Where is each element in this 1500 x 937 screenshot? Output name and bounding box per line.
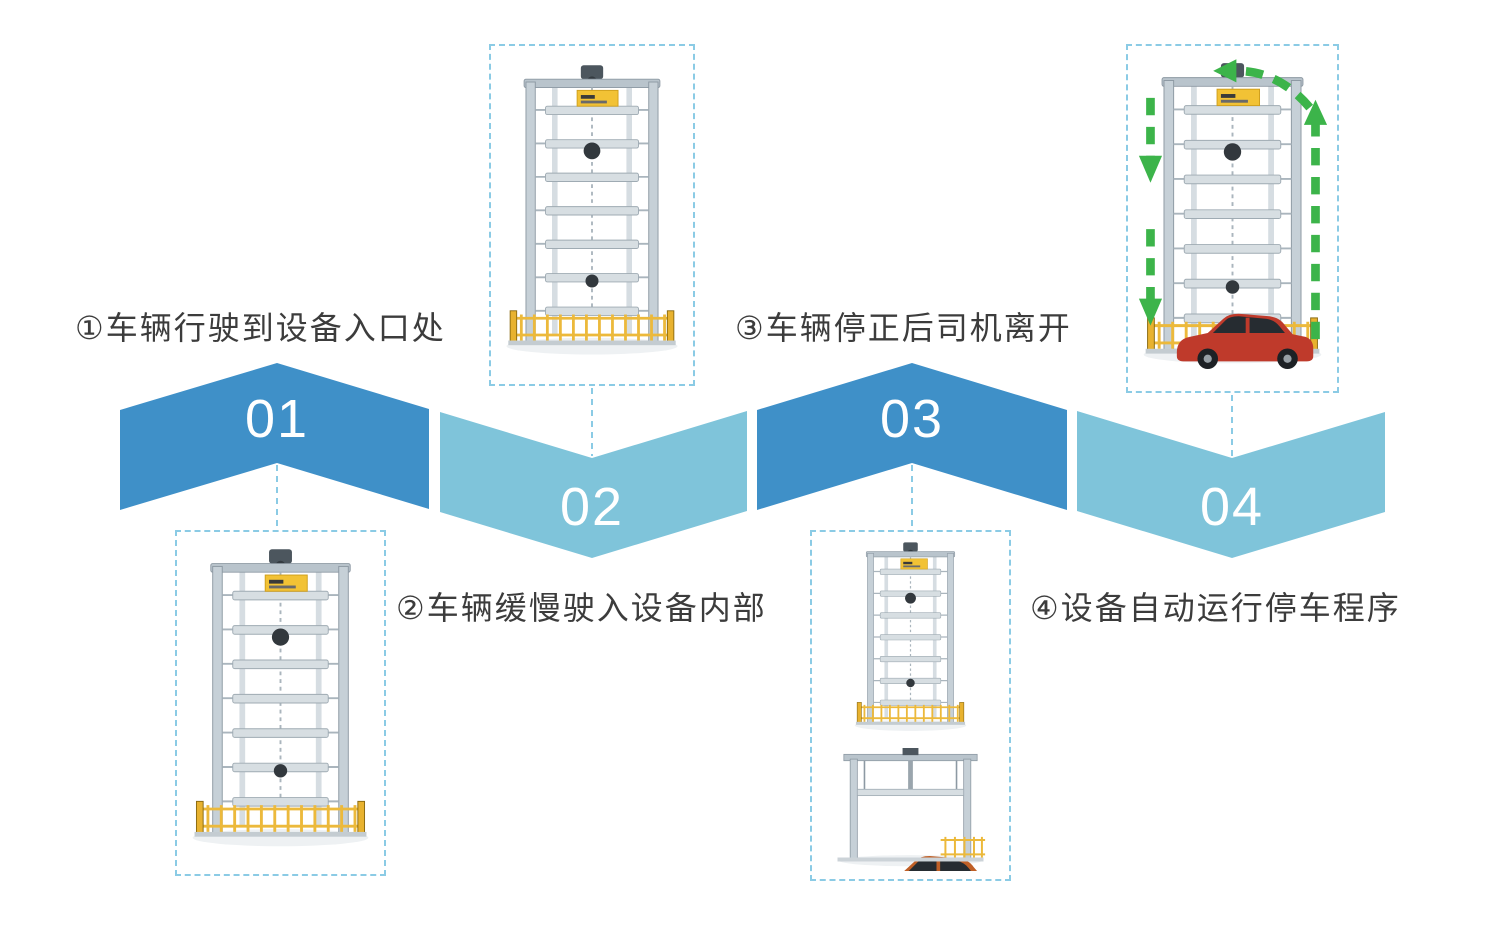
arrow-up-icon [1303, 99, 1328, 125]
step-number-02: 02 [559, 477, 625, 537]
parking-tower-illustration-step2 [499, 54, 685, 376]
illustration-box-step4 [1126, 44, 1339, 393]
step-number-01: 01 [244, 389, 310, 449]
rotation-arrows [1138, 59, 1328, 340]
parking-tower-illustration-step3 [820, 540, 1001, 740]
parking-tower-illustration-step1 [185, 540, 376, 866]
arrow-down-icon [1138, 298, 1163, 326]
safety-fence [940, 836, 986, 858]
parking-tower-illustration-step4 [1138, 59, 1328, 383]
illustration-box-step3 [810, 530, 1011, 881]
parking-lift-illustration-step3 [837, 748, 1001, 871]
chevron-step-02 [440, 411, 747, 558]
step-number-03: 03 [879, 389, 945, 449]
illustration-box-step1 [175, 530, 386, 876]
illustration-box-step2 [489, 44, 695, 386]
step-number-04: 04 [1199, 477, 1265, 537]
step-label-4: ④设备自动运行停车程序 [1030, 590, 1401, 626]
chevron-step-04 [1077, 411, 1385, 558]
arrow-down-icon [1138, 155, 1163, 183]
chevron-step-01 [120, 363, 429, 510]
arrow-left-icon [1213, 59, 1237, 83]
step-label-2: ②车辆缓慢驶入设备内部 [396, 590, 767, 626]
step-label-1: ①车辆行驶到设备入口处 [75, 310, 446, 346]
chevron-step-03 [757, 363, 1067, 510]
step-label-3: ③车辆停正后司机离开 [735, 310, 1072, 346]
